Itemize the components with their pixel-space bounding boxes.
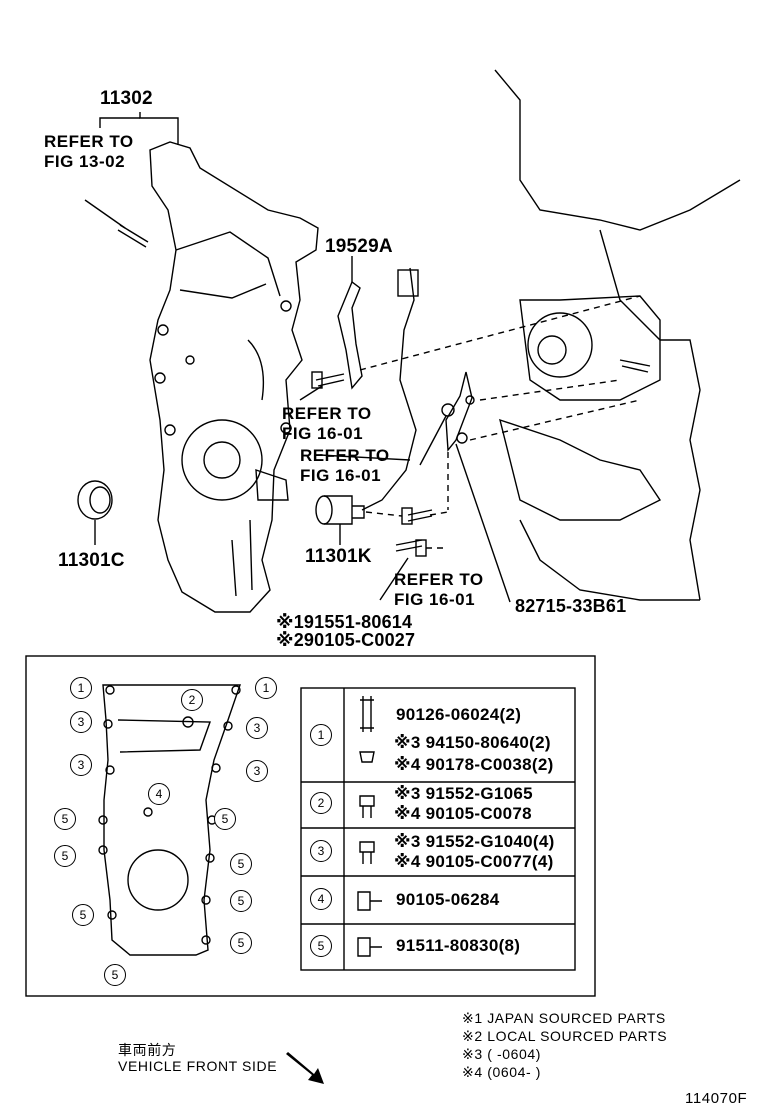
bolt-circle-5: 5 [104,964,126,986]
part-19529a-label: 19529A [325,236,393,257]
table-key-1: 1 [310,724,332,746]
table-key-2: 2 [310,792,332,814]
bolt-circle-3: 3 [70,711,92,733]
part-290105-label: ※290105-C0027 [276,630,416,650]
refer-line: REFER TO [282,404,372,423]
table-row-5-line-1: 91511-80830(8) [396,936,521,955]
table-row-1-line-3: ※4 90178-C0038(2) [394,755,554,774]
bolt-circle-5: 5 [230,890,252,912]
figure-id: 114070F [685,1090,748,1107]
part-191551-label: ※191551-80614 [276,612,413,632]
refer-line: FIG 16-01 [300,466,382,485]
refer-line: FIG 13-02 [44,152,126,171]
bolt-circle-3: 3 [70,754,92,776]
bolt-circle-4: 4 [148,783,170,805]
table-key-3: 3 [310,840,332,862]
note-3: ※3 ( -0604) [462,1046,542,1062]
bolt-circle-5: 5 [230,932,252,954]
bolt-circle-5: 5 [54,808,76,830]
bolt-circle-5: 5 [214,808,236,830]
refer-line: REFER TO [300,446,390,465]
table-key-4: 4 [310,888,332,910]
part-11301k-label: 11301K [305,546,372,567]
bolt-circle-3: 3 [246,760,268,782]
table-row-2-line-2: ※4 90105-C0078 [394,804,532,823]
note-1: ※1 JAPAN SOURCED PARTS [462,1010,666,1026]
vehicle-front-en: VEHICLE FRONT SIDE [118,1058,278,1074]
part-11302-label: 11302 [100,88,153,109]
refer-fig-16-01-b: REFER TO FIG 16-01 [300,446,390,486]
table-row-1-line-2: ※3 94150-80640(2) [394,733,551,752]
refer-fig-16-01-a: REFER TO FIG 16-01 [282,404,372,444]
refer-fig-13-02: REFER TO FIG 13-02 [44,132,134,172]
refer-fig-16-01-c: REFER TO FIG 16-01 [394,570,484,610]
note-2: ※2 LOCAL SOURCED PARTS [462,1028,668,1044]
table-row-3-line-2: ※4 90105-C0077(4) [394,852,554,871]
refer-line: REFER TO [44,132,134,151]
table-row-2-line-1: ※3 91552-G1065 [394,784,533,803]
note-4: ※4 (0604- ) [462,1064,542,1080]
bolt-circle-5: 5 [54,845,76,867]
table-key-5: 5 [310,935,332,957]
part-11301c-label: 11301C [58,550,125,571]
bolt-circle-1: 1 [70,677,92,699]
bolt-circle-5: 5 [230,853,252,875]
part-82715-label: 82715-33B61 [515,596,627,616]
refer-line: FIG 16-01 [282,424,364,443]
refer-line: FIG 16-01 [394,590,476,609]
bolt-circle-3: 3 [246,717,268,739]
table-row-4-line-1: 90105-06284 [396,890,500,909]
table-row-1-line-1: 90126-06024(2) [396,705,522,724]
vehicle-front-jp: 車両前方 [118,1042,177,1058]
table-row-3-line-1: ※3 91552-G1040(4) [394,832,555,851]
bolt-circle-5: 5 [72,904,94,926]
bolt-circle-2: 2 [181,689,203,711]
refer-line: REFER TO [394,570,484,589]
bolt-circle-1: 1 [255,677,277,699]
